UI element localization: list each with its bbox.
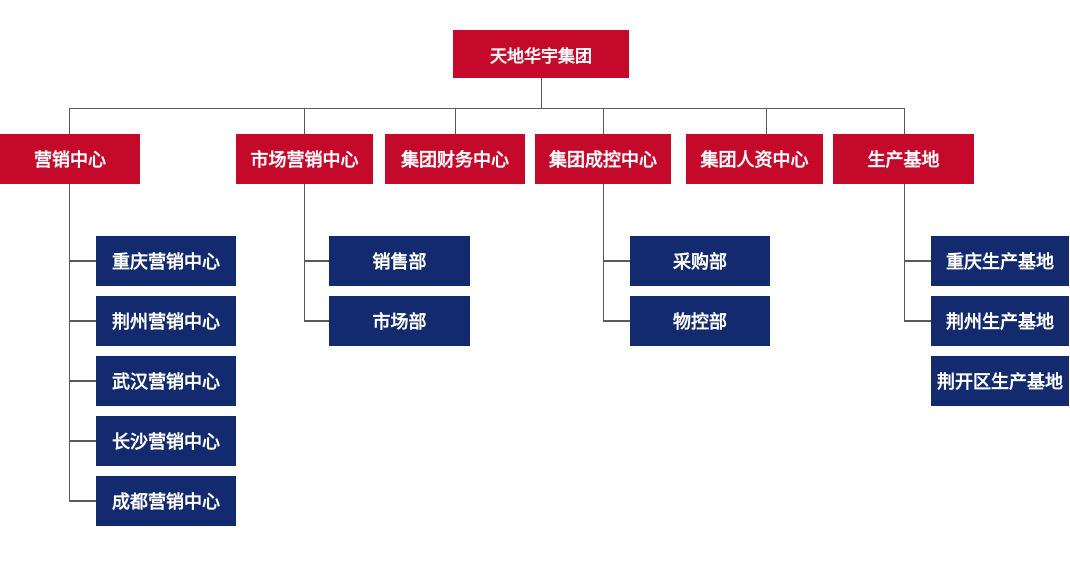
connector-trunk-production bbox=[904, 184, 906, 321]
org-node-jingzhou-marketing: 荆州营销中心 bbox=[96, 296, 236, 346]
org-node-finance-center: 集团财务中心 bbox=[385, 134, 525, 184]
org-node-cost-control-center: 集团成控中心 bbox=[535, 134, 671, 184]
org-node-group-hq: 天地华宇集团 bbox=[453, 30, 629, 78]
connector-stub-marketing-5 bbox=[69, 500, 96, 502]
connector-stub-production-1 bbox=[904, 260, 931, 262]
connector-trunk-market-sales bbox=[304, 184, 306, 321]
org-node-market-dept: 市场部 bbox=[329, 296, 470, 346]
connector-drop-hr bbox=[766, 108, 768, 134]
connector-root-drop bbox=[540, 78, 542, 108]
org-node-material-control-dept: 物控部 bbox=[630, 296, 770, 346]
connector-stub-marketing-4 bbox=[69, 440, 96, 442]
connector-trunk-marketing bbox=[69, 184, 71, 501]
connector-drop-production bbox=[904, 108, 906, 134]
org-node-jingzhou-production: 荆州生产基地 bbox=[931, 296, 1069, 346]
connector-trunk-cost-control bbox=[602, 184, 604, 321]
org-node-chengdu-marketing: 成都营销中心 bbox=[96, 476, 236, 526]
connector-main-rail bbox=[69, 108, 905, 110]
connector-stub-production-2 bbox=[904, 320, 931, 322]
connector-drop-finance bbox=[455, 108, 457, 134]
org-node-chongqing-production: 重庆生产基地 bbox=[931, 236, 1069, 286]
connector-drop-marketing bbox=[69, 108, 71, 134]
org-node-sales-dept: 销售部 bbox=[329, 236, 470, 286]
org-node-market-sales-center: 市场营销中心 bbox=[236, 134, 373, 184]
org-node-hr-center: 集团人资中心 bbox=[686, 134, 823, 184]
org-node-wuhan-marketing: 武汉营销中心 bbox=[96, 356, 236, 406]
org-node-purchasing-dept: 采购部 bbox=[630, 236, 770, 286]
connector-drop-cost-control bbox=[602, 108, 604, 134]
connector-stub-market-sales-2 bbox=[304, 320, 329, 322]
org-node-changsha-marketing: 长沙营销中心 bbox=[96, 416, 236, 466]
connector-stub-cost-control-2 bbox=[602, 320, 630, 322]
org-node-jingkaiqu-production: 荆开区生产基地 bbox=[931, 356, 1069, 406]
connector-stub-marketing-1 bbox=[69, 260, 96, 262]
connector-stub-marketing-3 bbox=[69, 380, 96, 382]
org-node-chongqing-marketing: 重庆营销中心 bbox=[96, 236, 236, 286]
org-node-marketing-center: 营销中心 bbox=[0, 134, 140, 184]
connector-stub-marketing-2 bbox=[69, 320, 96, 322]
connector-stub-market-sales-1 bbox=[304, 260, 329, 262]
connector-stub-cost-control-1 bbox=[602, 260, 630, 262]
org-node-production-base: 生产基地 bbox=[833, 134, 974, 184]
connector-drop-market-sales bbox=[304, 108, 306, 134]
